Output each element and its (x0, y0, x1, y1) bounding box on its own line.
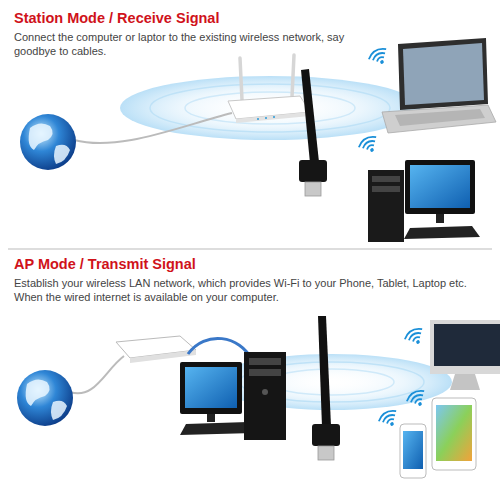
pc-tower (368, 170, 404, 242)
modem-front (130, 350, 196, 363)
adapter-body (299, 160, 327, 182)
adapter-body (312, 424, 340, 446)
globe-sphere (17, 370, 73, 426)
monitor-frame (180, 362, 242, 414)
monitor-screen (185, 367, 237, 408)
wifi-wave (150, 84, 390, 132)
usb-plug (318, 446, 334, 460)
section-heading: AP Mode / Transmit Signal (14, 256, 484, 273)
router (228, 55, 310, 123)
continent (29, 123, 53, 150)
wifi-icon (377, 408, 402, 431)
laptop-keyboard (395, 109, 485, 126)
laptop-screen-frame (398, 38, 488, 110)
imac-screen (434, 324, 500, 366)
tablet (432, 398, 476, 470)
continent (54, 145, 70, 164)
globe-sphere (20, 114, 76, 170)
usb-wifi-adapter (312, 316, 340, 460)
continent (51, 401, 67, 420)
continent (26, 379, 50, 406)
wifi-wave (270, 369, 394, 395)
tablet-screen (436, 405, 472, 461)
pc-drive (249, 369, 281, 376)
network-cable (188, 338, 252, 360)
modem (116, 336, 196, 363)
usb-plug (305, 182, 321, 196)
pc-tower (244, 352, 286, 440)
usb-wifi-adapter (299, 69, 327, 196)
router-front (236, 112, 310, 123)
section-description: Connect the computer or laptor to the ex… (14, 30, 364, 58)
pc-drive (372, 186, 400, 192)
monitor-stand (436, 214, 444, 223)
desktop-pc (180, 352, 286, 440)
wifi-icon (403, 326, 428, 349)
laptop-base (382, 105, 496, 133)
wifi-icon (367, 46, 392, 69)
phone (400, 424, 426, 478)
globe (20, 114, 76, 170)
monitor-frame (405, 160, 475, 214)
router-light (265, 117, 267, 119)
divider (8, 249, 492, 250)
monitor-stand (207, 414, 215, 422)
monitor-screen (410, 165, 470, 208)
phone-screen (403, 431, 423, 469)
imac-stand (450, 374, 480, 390)
router-antenna (292, 55, 294, 97)
section-description: Establish your wireless LAN network, whi… (14, 276, 490, 304)
imac (430, 320, 500, 390)
phone-body (400, 424, 426, 478)
pc-button (262, 389, 268, 395)
router-light (273, 116, 275, 118)
pc-drive (372, 176, 400, 182)
tablet-body (432, 398, 476, 470)
cable (74, 113, 232, 143)
cable (70, 356, 124, 393)
keyboard (180, 422, 254, 435)
imac-frame (430, 320, 500, 374)
laptop-screen (403, 43, 484, 105)
wifi-icon (357, 134, 382, 157)
router-light (257, 118, 259, 120)
adapter-antenna (318, 316, 331, 427)
wifi-wave (120, 76, 420, 140)
laptop (382, 38, 496, 133)
router-antenna (240, 58, 242, 100)
desktop-pc (368, 160, 480, 242)
adapter-antenna (301, 69, 319, 163)
globe (17, 370, 73, 426)
wifi-icon (405, 388, 430, 411)
keyboard (404, 226, 480, 239)
section-heading: Station Mode / Receive Signal (14, 10, 484, 27)
pc-drive (249, 358, 281, 365)
